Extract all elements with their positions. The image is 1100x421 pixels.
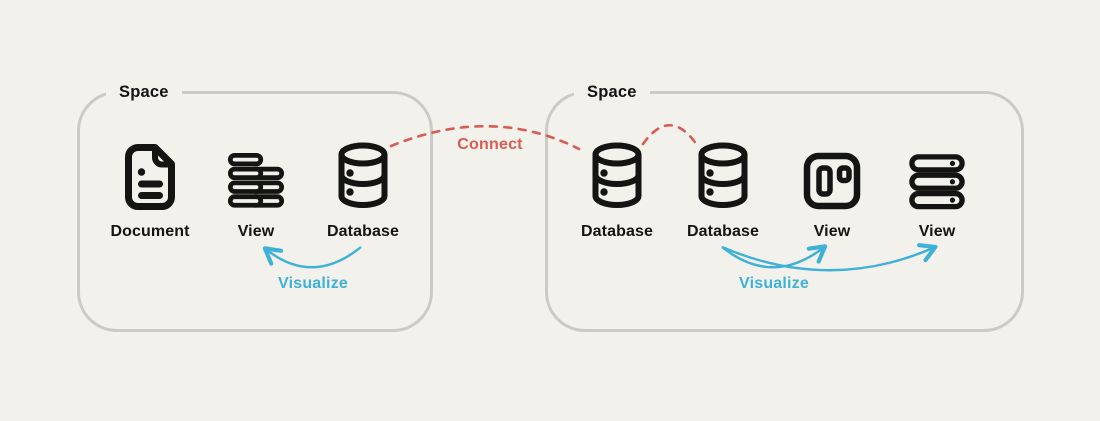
node-label: Document [110, 223, 190, 240]
space-box-left: Space [77, 80, 433, 332]
node-label: View [237, 223, 275, 240]
node-document: Document [90, 142, 210, 241]
node-view-stack: View [196, 142, 316, 241]
database-icon [334, 142, 392, 210]
node-view-rows: View [877, 142, 997, 241]
space-label: Space [574, 80, 650, 105]
node-label: Database [581, 223, 653, 240]
visualize-label-left: Visualize [278, 275, 348, 292]
document-icon [123, 142, 177, 210]
node-label: View [813, 223, 851, 240]
space-box-right: Space [545, 80, 1024, 332]
node-database: Database [557, 142, 677, 241]
node-view-board: View [772, 142, 892, 241]
database-icon [694, 142, 752, 210]
node-label: Database [687, 223, 759, 240]
node-database: Database [663, 142, 783, 241]
board-view-icon [803, 142, 861, 210]
space-label: Space [106, 80, 182, 105]
node-label: View [918, 223, 956, 240]
node-label: Database [327, 223, 399, 240]
stack-view-icon [224, 142, 288, 210]
connect-label: Connect [457, 136, 523, 153]
node-database: Database [303, 142, 423, 241]
rows-view-icon [907, 142, 967, 210]
visualize-label-right: Visualize [739, 275, 809, 292]
database-icon [588, 142, 646, 210]
